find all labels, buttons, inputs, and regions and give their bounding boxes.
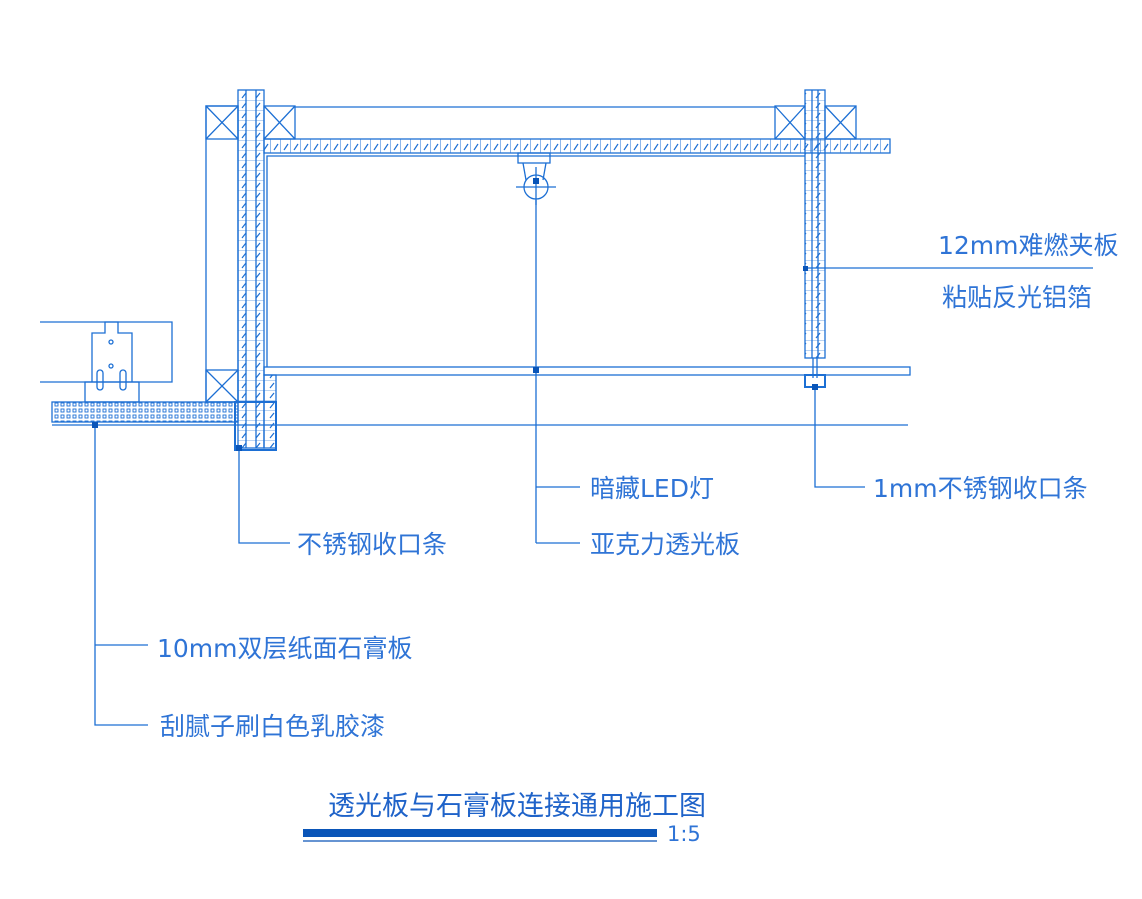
- drawing-title: 透光板与石膏板连接通用施工图: [328, 791, 706, 822]
- left-wall: [205, 89, 277, 451]
- led-light-fixture: [516, 152, 556, 205]
- label-latex-paint: 刮腻子刷白色乳胶漆: [160, 712, 385, 741]
- label-aluminum-foil: 粘贴反光铝箔: [942, 283, 1092, 312]
- leader-dots: [92, 178, 818, 451]
- acrylic-panel: [263, 366, 911, 376]
- label-steel-trim: 不锈钢收口条: [297, 530, 447, 559]
- leader-lines: [94, 200, 1093, 726]
- right-wall: [804, 89, 826, 388]
- label-acrylic-panel: 亚克力透光板: [590, 530, 740, 559]
- title-bar: [303, 829, 657, 837]
- label-panel-12mm: 12mm难燃夹板: [938, 231, 1119, 260]
- label-gypsum-board: 10mm双层纸面石膏板: [157, 634, 413, 663]
- drawing-scale: 1:5: [667, 822, 701, 846]
- top-structure: [263, 105, 891, 367]
- label-hidden-led: 暗藏LED灯: [590, 474, 714, 503]
- gypsum-ceiling: [40, 321, 239, 423]
- label-steel-trim-1mm: 1mm不锈钢收口条: [873, 474, 1088, 503]
